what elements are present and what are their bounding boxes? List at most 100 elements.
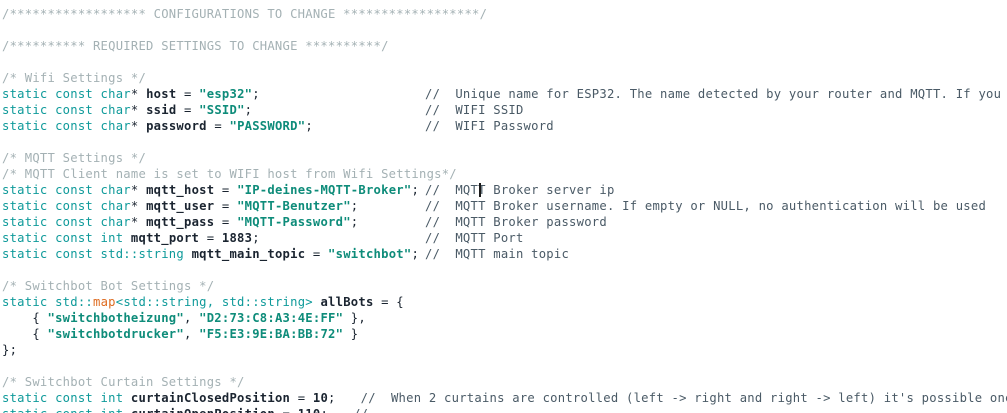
number-literal: 10 bbox=[312, 391, 329, 405]
assign-operator: = bbox=[214, 183, 238, 197]
line-comment: // MQTT Broker username. If empty or NUL… bbox=[425, 199, 987, 213]
code-statement: /********** REQUIRED SETTINGS TO CHANGE … bbox=[2, 38, 425, 54]
type-keyword: static const char bbox=[2, 215, 131, 229]
variable-name: curtainClosedPosition bbox=[130, 391, 291, 405]
code-line[interactable]: static const char* ssid = "SSID";// WIFI… bbox=[0, 102, 1007, 118]
trailing-line-comment: // MQTT Broker username. If empty or NUL… bbox=[425, 198, 986, 214]
code-line[interactable]: static const char* mqtt_pass = "MQTT-Pas… bbox=[0, 214, 1007, 230]
trailing-line-comment: // MQTT main topic bbox=[425, 246, 569, 262]
pointer-star: * bbox=[130, 199, 139, 213]
space bbox=[138, 87, 146, 101]
code-statement: /* Switchbot Curtain Settings */ bbox=[2, 374, 425, 390]
block-comment: /* MQTT Client name is set to WIFI host … bbox=[2, 167, 457, 181]
trailing-line-comment: // WIFI SSID bbox=[425, 102, 524, 118]
namespace-qualifier: std:: bbox=[47, 295, 93, 309]
code-line[interactable] bbox=[0, 262, 1007, 278]
variable-name: mqtt_pass bbox=[146, 215, 215, 229]
code-line[interactable]: /********** REQUIRED SETTINGS TO CHANGE … bbox=[0, 38, 1007, 54]
code-line[interactable]: /* MQTT Client name is set to WIFI host … bbox=[0, 166, 1007, 182]
type-keyword: static const char bbox=[2, 119, 131, 133]
code-statement: }; bbox=[2, 342, 425, 358]
code-statement: static const char* mqtt_host = "IP-deine… bbox=[2, 182, 425, 198]
code-statement: /* Wifi Settings */ bbox=[2, 70, 425, 86]
map-value-string: "D2:73:C8:A3:4E:FF" bbox=[199, 311, 344, 325]
variable-name: mqtt_user bbox=[146, 199, 215, 213]
code-line[interactable]: static const int curtainClosedPosition =… bbox=[0, 390, 1007, 406]
comma: , bbox=[183, 311, 200, 325]
assign-operator: = bbox=[373, 295, 397, 309]
block-comment: /* Wifi Settings */ bbox=[2, 71, 147, 85]
space bbox=[138, 215, 146, 229]
line-comment: // MQTT main topic bbox=[425, 247, 570, 261]
type-keyword: static const int bbox=[2, 231, 124, 245]
variable-name: ssid bbox=[146, 103, 177, 117]
assign-operator: = bbox=[176, 87, 200, 101]
space bbox=[138, 119, 146, 133]
code-line[interactable]: static const int mqtt_port = 1883;// MQT… bbox=[0, 230, 1007, 246]
code-statement: /****************** CONFIGURATIONS TO CH… bbox=[2, 6, 487, 22]
code-line[interactable]: { "switchbotheizung", "D2:73:C8:A3:4E:FF… bbox=[0, 310, 1007, 326]
string-literal: "IP-deines-MQTT-Broker" bbox=[237, 183, 412, 197]
code-line[interactable]: /* MQTT Settings */ bbox=[0, 150, 1007, 166]
code-statement: static std::map<std::string, std::string… bbox=[2, 294, 425, 310]
pointer-star: * bbox=[130, 183, 139, 197]
variable-name: password bbox=[146, 119, 207, 133]
type-keyword: static const char bbox=[2, 183, 131, 197]
code-line[interactable] bbox=[0, 54, 1007, 70]
map-value-string: "F5:E3:9E:BA:BB:72" bbox=[199, 327, 344, 341]
semicolon: ; bbox=[411, 247, 420, 261]
line-comment: // When 2 curtains are controlled (left … bbox=[360, 391, 1007, 405]
semicolon: ; bbox=[305, 119, 313, 133]
code-statement: { "switchbotdrucker", "F5:E3:9E:BA:BB:72… bbox=[2, 326, 425, 342]
code-line[interactable]: static const char* host = "esp32";// Uni… bbox=[0, 86, 1007, 102]
code-line[interactable]: { "switchbotdrucker", "F5:E3:9E:BA:BB:72… bbox=[0, 326, 1007, 342]
variable-name: curtainOpenPosition bbox=[131, 407, 275, 413]
code-line[interactable]: /* Switchbot Bot Settings */ bbox=[0, 278, 1007, 294]
pointer-star: * bbox=[130, 87, 139, 101]
semicolon: ; bbox=[252, 87, 260, 101]
line-comment: // WIFI Password bbox=[425, 119, 554, 133]
string-literal: "MQTT-Benutzer" bbox=[237, 199, 351, 213]
map-key-string: "switchbotheizung" bbox=[47, 311, 184, 325]
code-line[interactable]: static const char* mqtt_user = "MQTT-Ben… bbox=[0, 198, 1007, 214]
type-keyword: static const char bbox=[2, 103, 131, 117]
comma: , bbox=[183, 327, 200, 341]
semicolon: ; bbox=[328, 391, 336, 405]
space bbox=[123, 391, 131, 405]
assign-operator: = bbox=[214, 199, 238, 213]
variable-name: host bbox=[146, 87, 177, 101]
code-line[interactable] bbox=[0, 358, 1007, 374]
pointer-star: * bbox=[130, 103, 139, 117]
close-brace: }, bbox=[343, 311, 366, 325]
code-statement: static const char* password = "PASSWORD"… bbox=[2, 118, 425, 134]
code-line[interactable]: }; bbox=[0, 342, 1007, 358]
code-line[interactable]: static std::map<std::string, std::string… bbox=[0, 294, 1007, 310]
type-keyword: static const std::string bbox=[2, 247, 184, 261]
code-line[interactable] bbox=[0, 22, 1007, 38]
code-statement: static const char* mqtt_user = "MQTT-Ben… bbox=[2, 198, 425, 214]
open-brace: { bbox=[2, 311, 48, 325]
trailing-line-comment: // bbox=[328, 406, 383, 413]
assign-operator: = bbox=[290, 391, 313, 405]
code-line[interactable]: static const char* password = "PASSWORD"… bbox=[0, 118, 1007, 134]
pointer-star: * bbox=[130, 215, 139, 229]
semicolon: ; bbox=[244, 103, 253, 117]
semicolon: ; bbox=[320, 407, 328, 413]
type-keyword: static const int bbox=[2, 407, 123, 413]
code-line[interactable]: /* Switchbot Curtain Settings */ bbox=[0, 374, 1007, 390]
variable-name: mqtt_host bbox=[146, 183, 215, 197]
code-line[interactable]: /****************** CONFIGURATIONS TO CH… bbox=[0, 6, 1007, 22]
code-line[interactable]: static const int curtainOpenPosition = 1… bbox=[0, 406, 1007, 413]
assign-operator: = bbox=[206, 119, 230, 133]
number-literal: 110 bbox=[298, 407, 321, 413]
open-brace: { bbox=[396, 295, 404, 309]
code-line[interactable]: static const std::string mqtt_main_topic… bbox=[0, 246, 1007, 262]
map-key-string: "switchbotdrucker" bbox=[47, 327, 184, 341]
code-line[interactable]: /* Wifi Settings */ bbox=[0, 70, 1007, 86]
pointer-star: * bbox=[130, 119, 139, 133]
code-line[interactable] bbox=[0, 134, 1007, 150]
block-comment: /* Switchbot Bot Settings */ bbox=[2, 279, 215, 293]
code-line[interactable]: static const char* mqtt_host = "IP-deine… bbox=[0, 182, 1007, 198]
trailing-line-comment: // When 2 curtains are controlled (left … bbox=[336, 390, 1007, 406]
